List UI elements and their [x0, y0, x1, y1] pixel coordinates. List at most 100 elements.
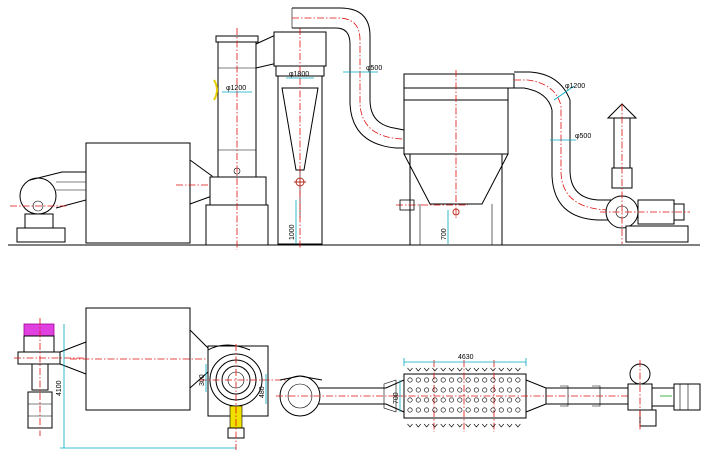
- filter-bag-mark: [482, 387, 488, 393]
- filter-bag-mark: [440, 387, 446, 393]
- filter-bag-tick: [415, 423, 422, 428]
- filter-bag-tick: [473, 367, 480, 372]
- filter-bag-tick: [465, 423, 471, 428]
- filter-bag-mark: [498, 387, 504, 393]
- cyclone-height-label: 1000: [289, 224, 296, 240]
- filter-bag-mark: [498, 397, 504, 403]
- filter-bag-mark: [407, 407, 413, 413]
- cyclone-plan: [276, 375, 405, 417]
- filter-bag-mark: [482, 377, 488, 383]
- induced-draft-fan: [600, 103, 690, 244]
- scrubber-nozzle-mark: [213, 79, 218, 101]
- scrubber-plan: 300 480: [199, 344, 290, 450]
- filter-bag-mark: [498, 377, 504, 383]
- filter-bag-tick: [407, 423, 413, 428]
- filter-bag-mark: [465, 407, 471, 413]
- filter-bag-mark: [424, 387, 430, 393]
- filter-bag-tick: [448, 423, 455, 428]
- dryer-chamber: [85, 142, 214, 244]
- filter-bag-mark: [490, 377, 496, 383]
- filter-bag-mark: [432, 387, 438, 393]
- filter-bag-mark: [448, 387, 454, 393]
- filter-bag-mark: [507, 407, 513, 413]
- filter-bag-tick: [506, 367, 513, 372]
- dryer-plan: 4100: [56, 307, 236, 449]
- plan-view: 4100 300 480: [14, 307, 701, 450]
- filter-bag-tick: [432, 423, 438, 428]
- filter-bag-mark: [457, 407, 463, 413]
- filter-bag-tick: [432, 367, 438, 372]
- filter-bag-mark: [415, 387, 421, 393]
- filter-bag-mark: [440, 407, 446, 413]
- filter-bag-tick: [498, 367, 505, 372]
- fan-duct-diameter-label: φ500: [575, 133, 591, 140]
- elevation-view: φ1200 φ1800 1000 φ500: [8, 7, 700, 250]
- filter-inlet-width-label: 700: [393, 392, 400, 404]
- filter-bag-tick: [515, 367, 521, 372]
- filter-bag-tick: [490, 367, 496, 372]
- hot-air-furnace: [10, 171, 87, 243]
- filter-bag-mark: [415, 407, 421, 413]
- filter-bag-mark: [490, 387, 496, 393]
- filter-bag-mark: [465, 397, 471, 403]
- filter-bag-tick: [515, 423, 521, 428]
- filter-bag-mark: [515, 407, 521, 413]
- filter-bag-tick: [490, 423, 496, 428]
- filter-bag-tick: [440, 367, 446, 372]
- filter-bag-mark: [465, 387, 471, 393]
- filter-bag-mark: [482, 397, 488, 403]
- fan-plan: [627, 360, 701, 430]
- filter-bag-mark: [507, 377, 513, 383]
- filter-height-label: 700: [441, 228, 448, 240]
- filter-bag-mark: [473, 377, 479, 383]
- filter-bag-mark: [515, 397, 521, 403]
- filter-bag-tick: [481, 367, 488, 372]
- filter-bag-mark: [407, 377, 413, 383]
- filter-bag-tick: [481, 423, 488, 428]
- filter-bag-tick: [407, 367, 413, 372]
- cyclone-to-filter-duct: φ500: [291, 7, 405, 149]
- filter-bag-tick: [465, 367, 471, 372]
- filter-bag-tick: [498, 423, 505, 428]
- filter-bag-mark: [515, 387, 521, 393]
- filter-bag-mark: [490, 397, 496, 403]
- filter-bag-mark: [440, 397, 446, 403]
- filter-bag-grid: [407, 367, 521, 428]
- filter-bag-mark: [432, 397, 438, 403]
- filter-bag-mark: [448, 407, 454, 413]
- filter-bag-tick: [506, 423, 513, 428]
- filter-bag-mark: [482, 407, 488, 413]
- filter-bag-mark: [465, 377, 471, 383]
- filter-bag-mark: [424, 397, 430, 403]
- filter-bag-mark: [473, 397, 479, 403]
- filter-bag-tick: [423, 367, 430, 372]
- bag-filter-plan: 4630 700: [393, 354, 547, 432]
- filter-bag-tick: [415, 367, 422, 372]
- filter-bag-mark: [448, 397, 454, 403]
- furnace-plan: [14, 318, 90, 436]
- filter-bag-tick: [440, 423, 446, 428]
- filter-bag-mark: [407, 397, 413, 403]
- dryer-width-label: 4100: [56, 380, 63, 396]
- filter-bag-tick: [457, 423, 463, 428]
- cyclone-diameter-label: φ1800: [289, 71, 309, 78]
- filter-bag-mark: [507, 397, 513, 403]
- filter-bag-tick: [457, 367, 463, 372]
- cyclone-outlet-offset-label: 480: [259, 386, 266, 398]
- filter-bag-mark: [424, 377, 430, 383]
- filter-to-fan-duct: φ1200 φ500: [514, 71, 613, 221]
- cyclone-separator: φ1800 1000: [273, 28, 327, 248]
- filter-bag-mark: [457, 377, 463, 383]
- filter-bag-mark: [440, 377, 446, 383]
- filter-bag-tick: [448, 367, 455, 372]
- filter-bag-tick: [473, 423, 480, 428]
- filter-bag-mark: [415, 397, 421, 403]
- filter-bag-mark: [407, 387, 413, 393]
- filter-bag-mark: [432, 377, 438, 383]
- filter-bag-mark: [507, 387, 513, 393]
- scrubber-column: φ1200: [205, 28, 283, 250]
- filter-bag-mark: [473, 407, 479, 413]
- filter-bag-mark: [473, 387, 479, 393]
- cyclone-duct-diameter-label: φ500: [366, 65, 382, 72]
